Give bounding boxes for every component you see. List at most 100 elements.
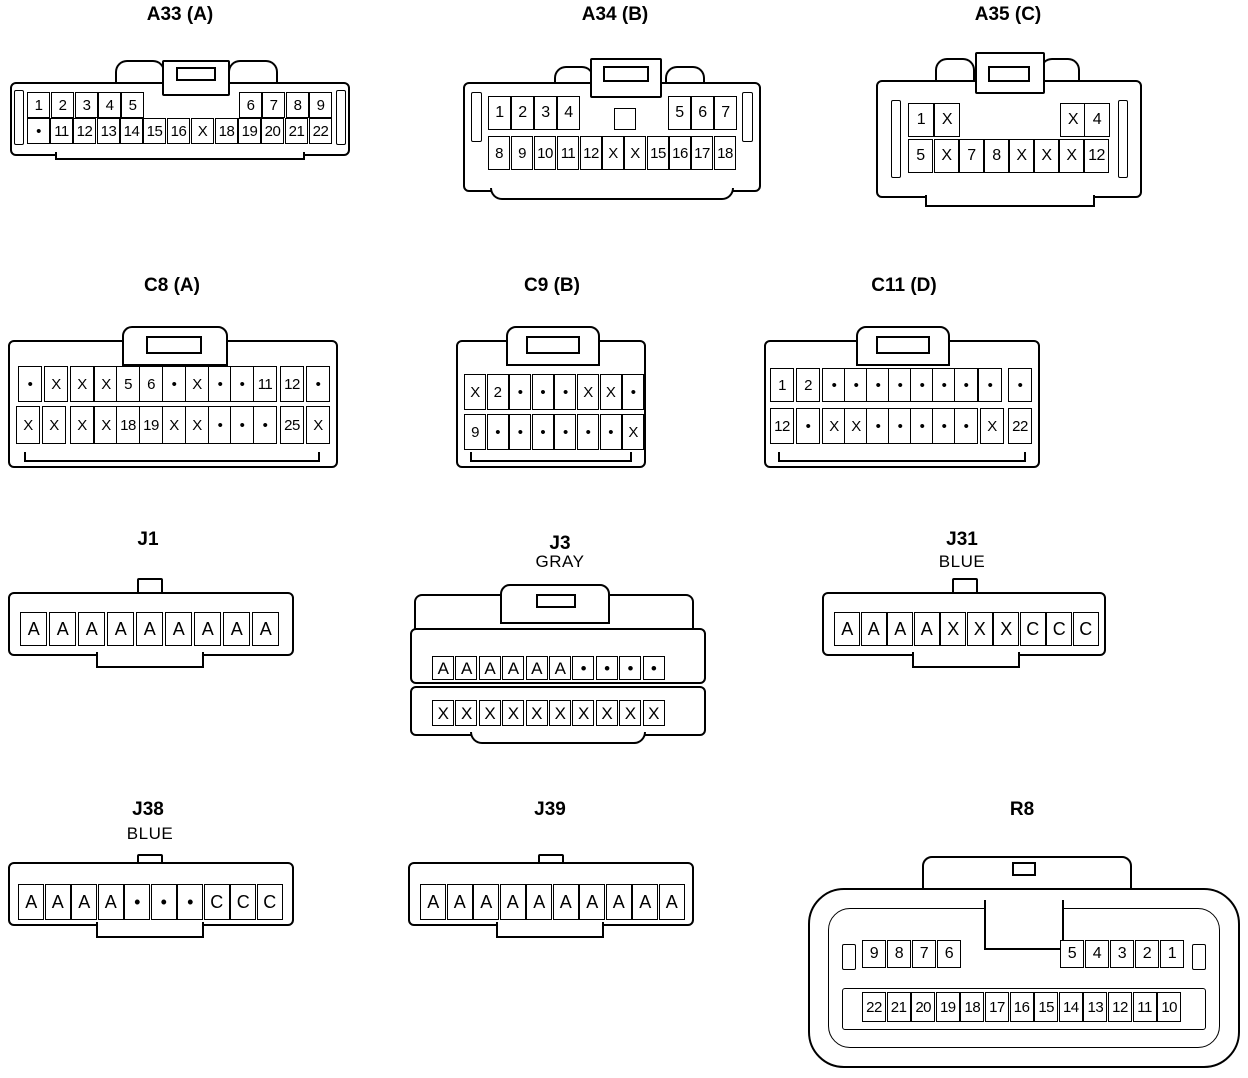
pin-cell: 11 [50,118,73,144]
pin-cell: 11 [1132,992,1157,1022]
lock-key [146,336,202,354]
pin-label: 14 [123,122,140,140]
pin-cell: A [49,612,76,646]
pin-cell: A [499,884,526,920]
pin-label: 5 [128,96,137,114]
pin-label: 9 [518,144,526,162]
pin-cell: • [208,406,232,444]
pin-cell: 18 [960,992,985,1022]
pin-cell: • [18,366,42,402]
pin-label: 18 [120,416,136,434]
pin-label: X [630,144,640,162]
pin-label: 12 [583,144,599,162]
pin-label: A [172,619,185,639]
pin-label: • [134,892,140,912]
pin-cell: X [934,103,960,137]
pin-label: 11 [560,144,576,162]
pin-cell: A [446,884,473,920]
pin-cell: 3 [75,92,98,118]
pin-cell: 12 [1084,139,1109,173]
pin-label: X [554,703,566,723]
pin-label: A [639,892,651,912]
pin-label: A [460,658,472,678]
connector-title: A34 (B) [581,4,649,25]
pin-label: 22 [866,998,882,1016]
pin-cell: 7 [714,96,737,130]
pin-cell: A [97,884,124,920]
pin-label: 9 [471,423,479,441]
pin-label: 12 [1088,147,1105,164]
lock-key [988,66,1030,82]
pin-cell: X [619,700,642,726]
pin-cell: 1 [27,92,50,118]
pin-cell: • [509,414,532,450]
pin-cell: X [455,700,478,726]
pin-label: A [507,658,519,678]
pin-cell: 7 [959,139,984,173]
connector-base [55,152,305,160]
pin-cell: X [94,406,118,444]
pin-cell: X [1059,139,1084,173]
pin-label: C [210,892,223,912]
pin-cell: 1 [770,368,794,402]
pin-cell: X [94,366,118,402]
pin-cell: 18 [714,136,736,170]
pin-cell: X [642,700,665,726]
pin-label: A [586,892,598,912]
pin-label: • [875,417,881,435]
pin-cell: • [162,366,186,402]
pin-label: 4 [564,104,573,121]
pin-cell: 8 [887,940,911,968]
pin-cell: 13 [97,118,120,144]
pin-cell: X [599,374,622,410]
pin-cell: 1 [1160,940,1184,968]
pin-label: • [987,376,993,394]
pin-cell: • [888,368,912,402]
pin-label: 19 [143,416,159,434]
pin-cell: X [44,366,68,402]
pin-label: X [101,416,111,434]
pin-cell: 25 [280,406,304,444]
pin-cell: • [577,414,599,450]
pin-label: 11 [54,122,69,140]
pin-label: 12 [1112,998,1128,1016]
pin-label: • [805,417,811,435]
pin-cell: 2 [1135,940,1159,968]
lock-key [526,336,580,354]
connector-title: C9 (B) [524,275,580,296]
pin-cell: 5 [1060,940,1084,968]
pin-cell: A [478,656,501,680]
pin-cell: 20 [261,118,284,144]
pin-cell: A [18,884,44,920]
pin-cell: X [1009,139,1034,173]
pin-cell: 21 [285,118,308,144]
pin-label: X [608,144,618,162]
pin-cell: X [162,406,186,444]
pin-label: 7 [967,147,976,164]
pin-label: 8 [894,945,904,962]
pin-label: 9 [316,96,325,114]
key-slot [614,108,636,130]
pin-cell: A [107,612,134,646]
pin-cell: 8 [488,136,510,170]
pin-label: C [1079,619,1092,639]
pin-label: 22 [1012,417,1028,435]
pin-cell: • [866,368,890,402]
pin-cell: 2 [796,368,820,402]
pin-label: • [217,375,223,393]
connector-title: A35 (C) [974,4,1042,25]
pin-cell: 1 [908,103,934,137]
pin-label: 2 [804,376,812,394]
pin-label: X [941,111,953,128]
pin-cell: • [27,118,50,144]
pin-label: X [605,383,616,401]
pin-cell: 7 [912,940,936,968]
pin-label: • [627,658,633,678]
pin-label: • [517,423,523,441]
pin-cell: 12 [73,118,96,144]
pin-label: A [143,619,156,639]
pin-label: A [25,892,37,912]
pin-cell: • [796,408,820,444]
pin-cell: • [253,406,277,444]
pin-label: A [531,658,543,678]
